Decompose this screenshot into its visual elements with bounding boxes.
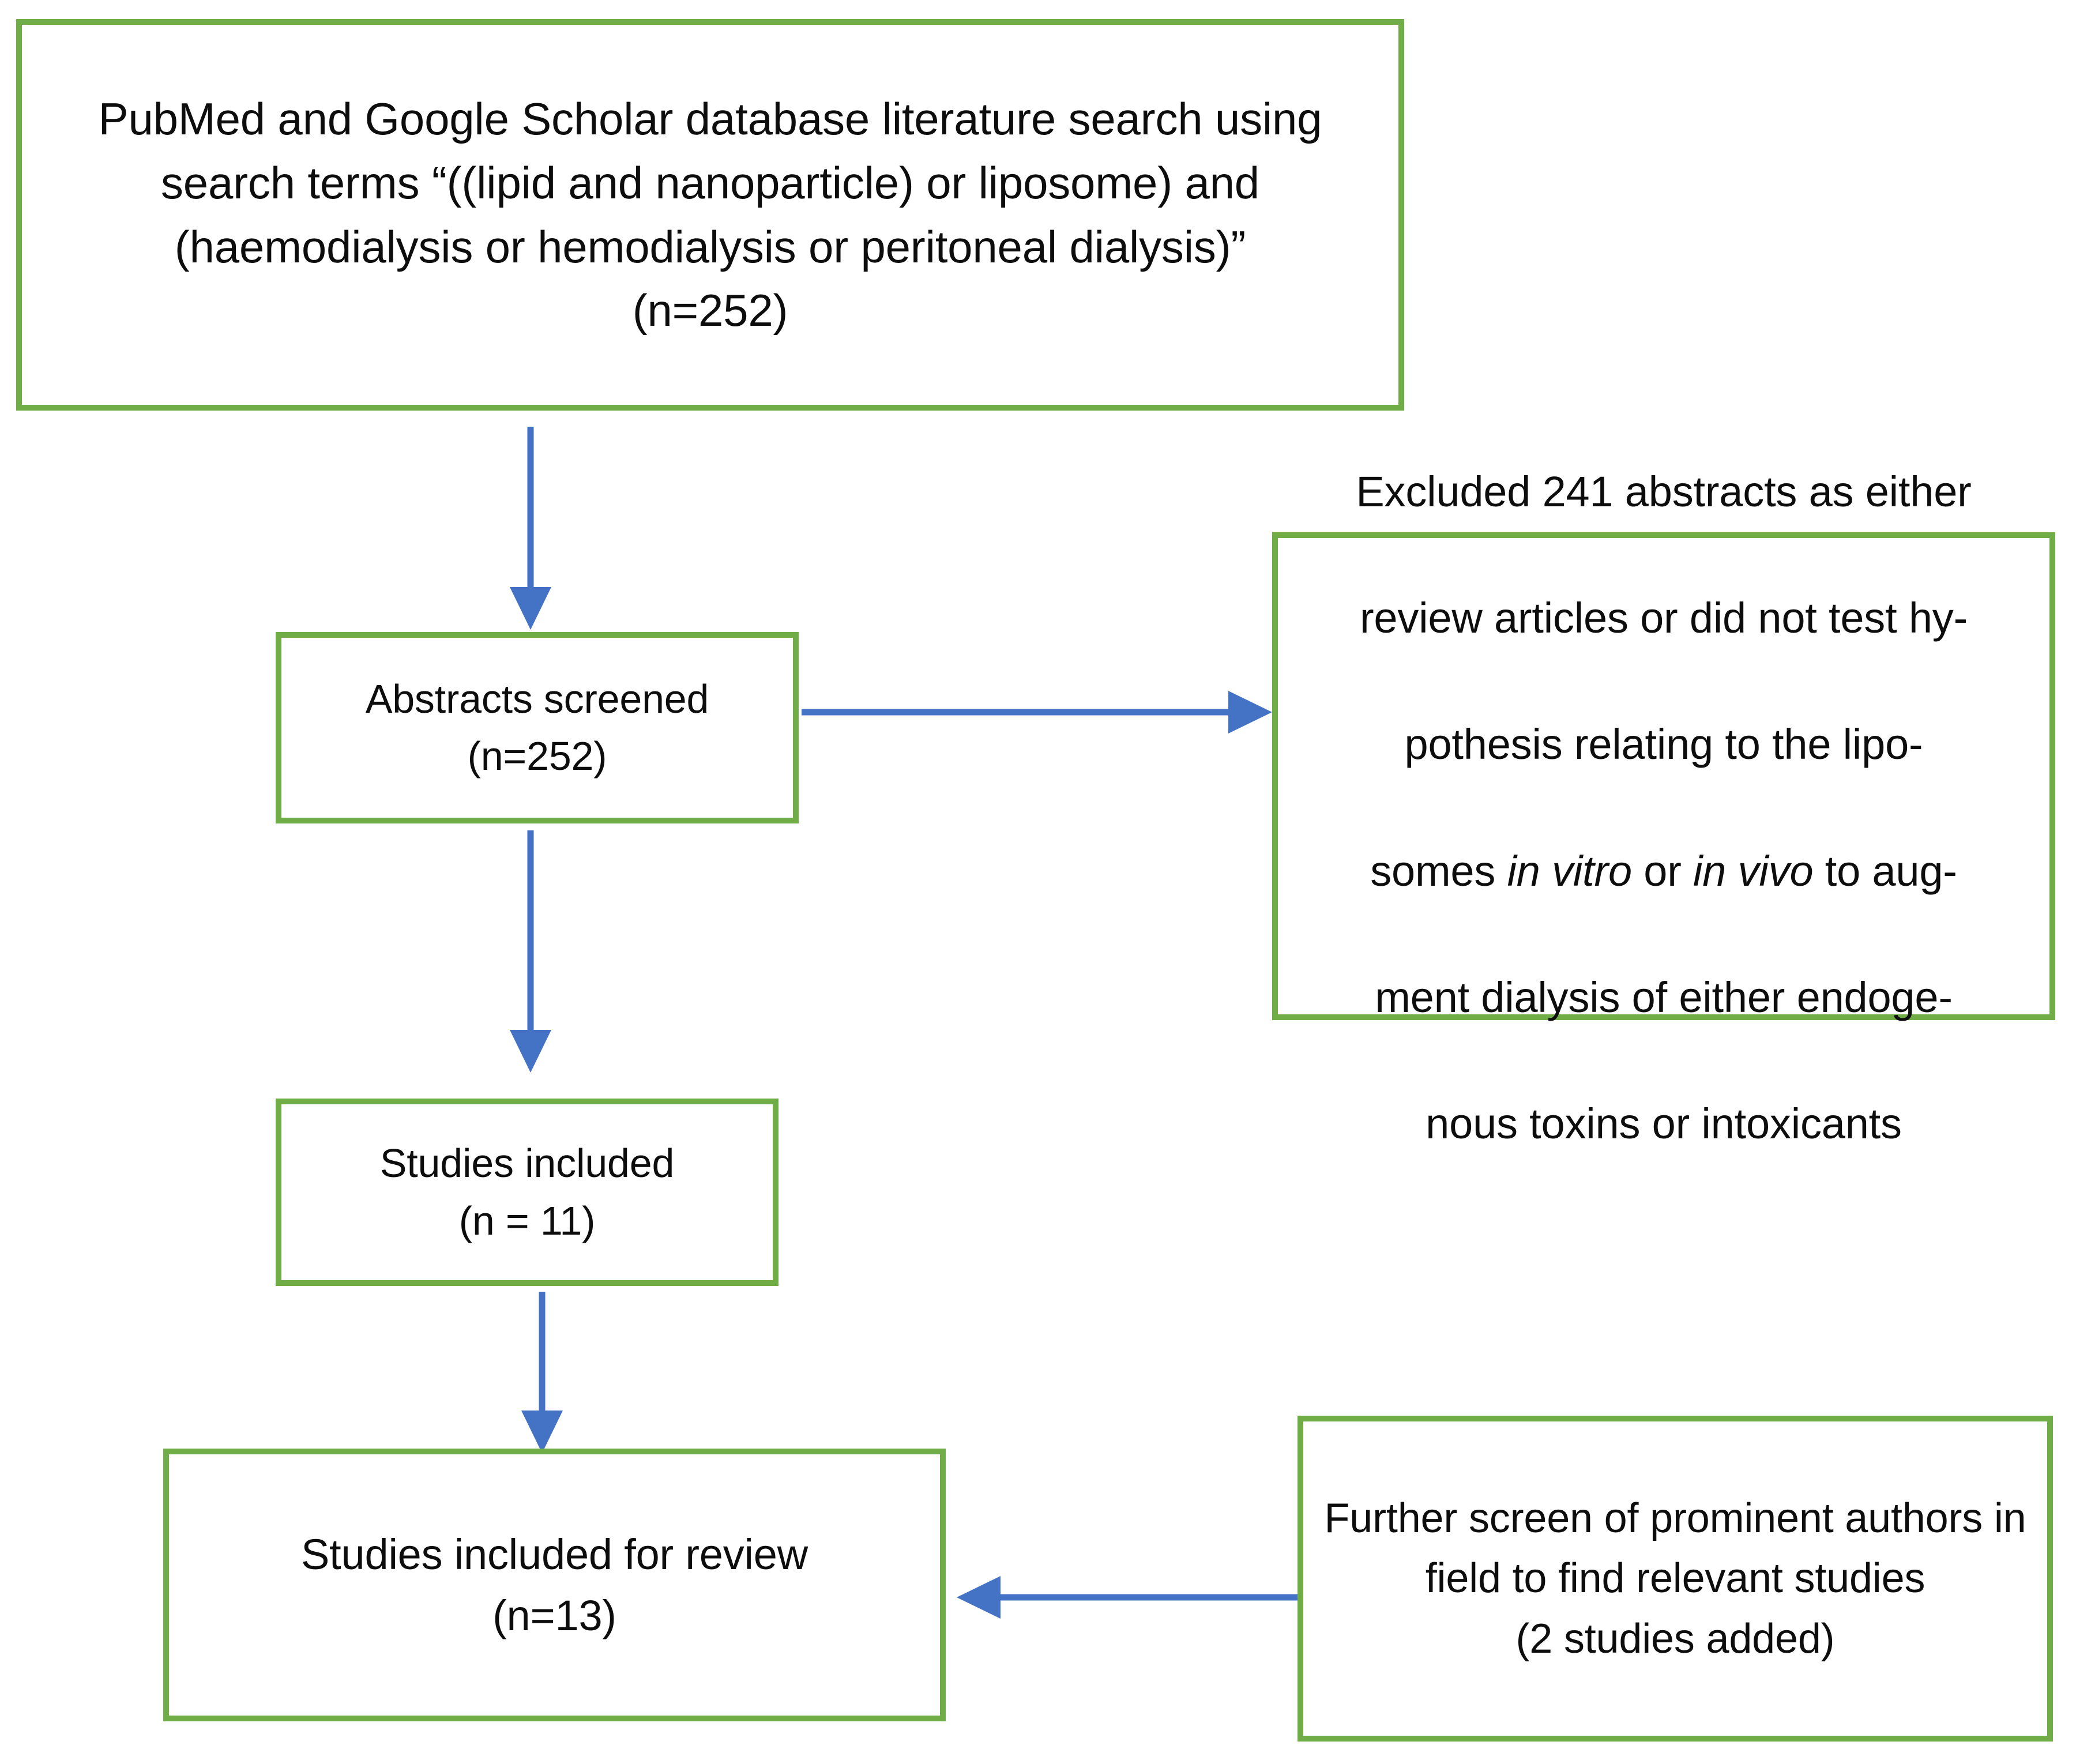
- arrow-search-to-abstracts-screened: [507, 427, 554, 630]
- excluded-line-1: Excluded 241 abstracts as either: [1356, 468, 1972, 516]
- excluded-line-4-suffix: to aug-: [1813, 847, 1957, 895]
- excluded-line-4-conjunction: or: [1631, 847, 1694, 895]
- excluded-line-2: review articles or did not test hy-: [1359, 594, 1968, 642]
- search-strategy-text: PubMed and Google Scholar database liter…: [98, 93, 1322, 336]
- further-screen-box: Further screen of prominent authors in f…: [1298, 1416, 2053, 1742]
- search-strategy-box: PubMed and Google Scholar database liter…: [16, 19, 1404, 411]
- excluded-abstracts-box: Excluded 241 abstracts as either review …: [1272, 468, 2055, 1148]
- arrow-further-screen-to-review: [954, 1574, 1300, 1620]
- excluded-line-3: pothesis relating to the lipo-: [1404, 720, 1923, 769]
- arrow-abstracts-to-excluded: [802, 689, 1274, 735]
- excluded-term-in-vitro: in vitro: [1507, 847, 1633, 895]
- excluded-term-in-vivo: in vivo: [1693, 847, 1814, 895]
- abstracts-screened-text: Abstracts screened (n=252): [365, 676, 709, 778]
- excluded-line-6: nous toxins or intoxicants: [1426, 1099, 1902, 1148]
- excluded-abstracts-text: Excluded 241 abstracts as either review …: [1341, 397, 1986, 1155]
- studies-included-box: Studies included (n = 11): [276, 1099, 778, 1286]
- excluded-line-5: ment dialysis of either endoge-: [1375, 973, 1953, 1021]
- excluded-line-4-prefix: somes: [1370, 847, 1507, 895]
- studies-included-text: Studies included (n = 11): [379, 1141, 675, 1243]
- further-screen-text: Further screen of prominent authors in f…: [1324, 1495, 2026, 1662]
- arrow-abstracts-to-studies-included: [507, 830, 554, 1073]
- studies-included-for-review-text: Studies included for review (n=13): [301, 1530, 808, 1639]
- arrow-studies-included-to-review: [519, 1292, 565, 1453]
- studies-included-for-review-box: Studies included for review (n=13): [163, 1449, 946, 1721]
- abstracts-screened-box: Abstracts screened (n=252): [276, 632, 799, 823]
